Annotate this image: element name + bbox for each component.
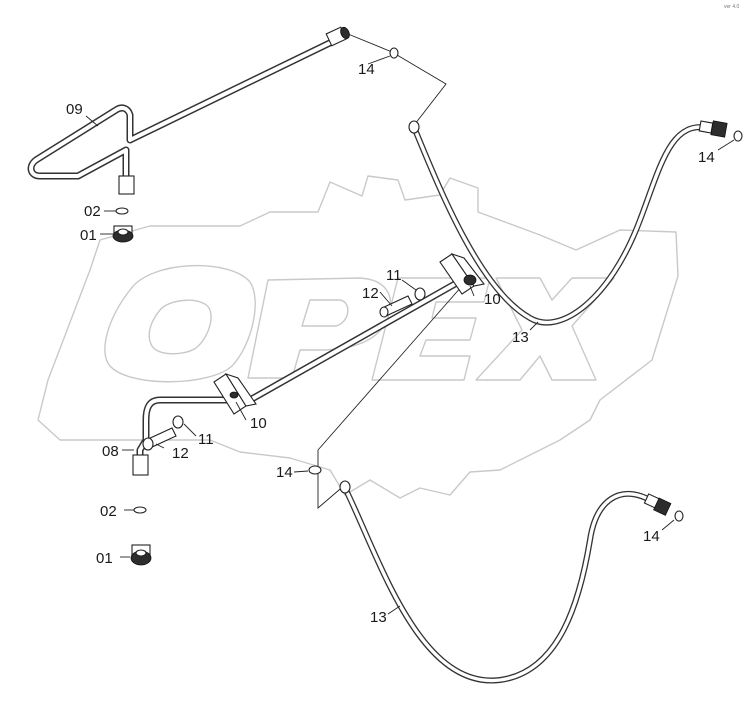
pipe-09 bbox=[27, 26, 350, 195]
hose-13-lower-end-fitting bbox=[643, 493, 672, 516]
pipe-09-bottom-nut bbox=[118, 175, 135, 195]
callout-10-left: 10 bbox=[250, 415, 267, 432]
callout-01-bottom: 01 bbox=[96, 550, 113, 567]
watermark-logo bbox=[37, 175, 679, 499]
hose-13-upper-end-fitting bbox=[698, 120, 728, 138]
callout-11-lower: 11 bbox=[198, 431, 214, 448]
chain-line-middle bbox=[317, 285, 463, 509]
callout-12-lower: 12 bbox=[172, 445, 189, 462]
callout-09: 09 bbox=[66, 101, 83, 118]
hose-13-upper bbox=[408, 120, 728, 326]
callout-01-top: 01 bbox=[80, 227, 97, 244]
watermark-letter-o bbox=[104, 264, 256, 383]
o-ring-14-lower-right bbox=[674, 510, 684, 522]
callout-14-lower-right: 14 bbox=[643, 528, 660, 545]
callout-14-middle: 14 bbox=[276, 464, 293, 481]
o-ring-02-bottom bbox=[133, 506, 147, 514]
o-ring-02-top bbox=[115, 207, 129, 215]
pipe-08-bottom-nut bbox=[132, 454, 149, 476]
watermark-gear bbox=[37, 175, 679, 499]
pipe-08 bbox=[132, 276, 466, 476]
callout-02-bottom: 02 bbox=[100, 503, 117, 520]
watermark-letter-e bbox=[371, 277, 491, 381]
callout-14-upper-right: 14 bbox=[698, 149, 715, 166]
callout-12-upper: 12 bbox=[362, 285, 379, 302]
bolt-12-lower bbox=[142, 427, 177, 451]
callout-leaders bbox=[85, 55, 735, 615]
bolt-12-upper bbox=[379, 295, 413, 318]
callout-11-upper: 11 bbox=[386, 267, 402, 284]
callout-13-upper: 13 bbox=[512, 329, 529, 346]
washer-11-lower bbox=[172, 415, 184, 429]
chain-line-top bbox=[347, 33, 447, 125]
watermark-letter-x bbox=[475, 277, 615, 381]
callout-08: 08 bbox=[102, 443, 119, 460]
callout-10-right: 10 bbox=[484, 291, 501, 308]
corner-mark: ver 4.0 bbox=[724, 4, 740, 10]
callout-13-lower: 13 bbox=[370, 609, 387, 626]
clamp-10-left bbox=[213, 372, 257, 415]
callout-02-top: 02 bbox=[84, 203, 101, 220]
adapter-01-bottom bbox=[130, 544, 152, 566]
o-ring-14-middle bbox=[308, 465, 322, 475]
o-ring-14-upper-right bbox=[733, 130, 743, 142]
washer-11-upper bbox=[414, 287, 426, 301]
o-ring-14-top bbox=[389, 47, 399, 59]
pipe-09-top-nut bbox=[325, 26, 350, 47]
adapter-01-top bbox=[112, 225, 134, 243]
clamp-10-right bbox=[439, 252, 485, 295]
hose-13-lower bbox=[339, 480, 672, 684]
callout-14-top: 14 bbox=[358, 61, 375, 78]
